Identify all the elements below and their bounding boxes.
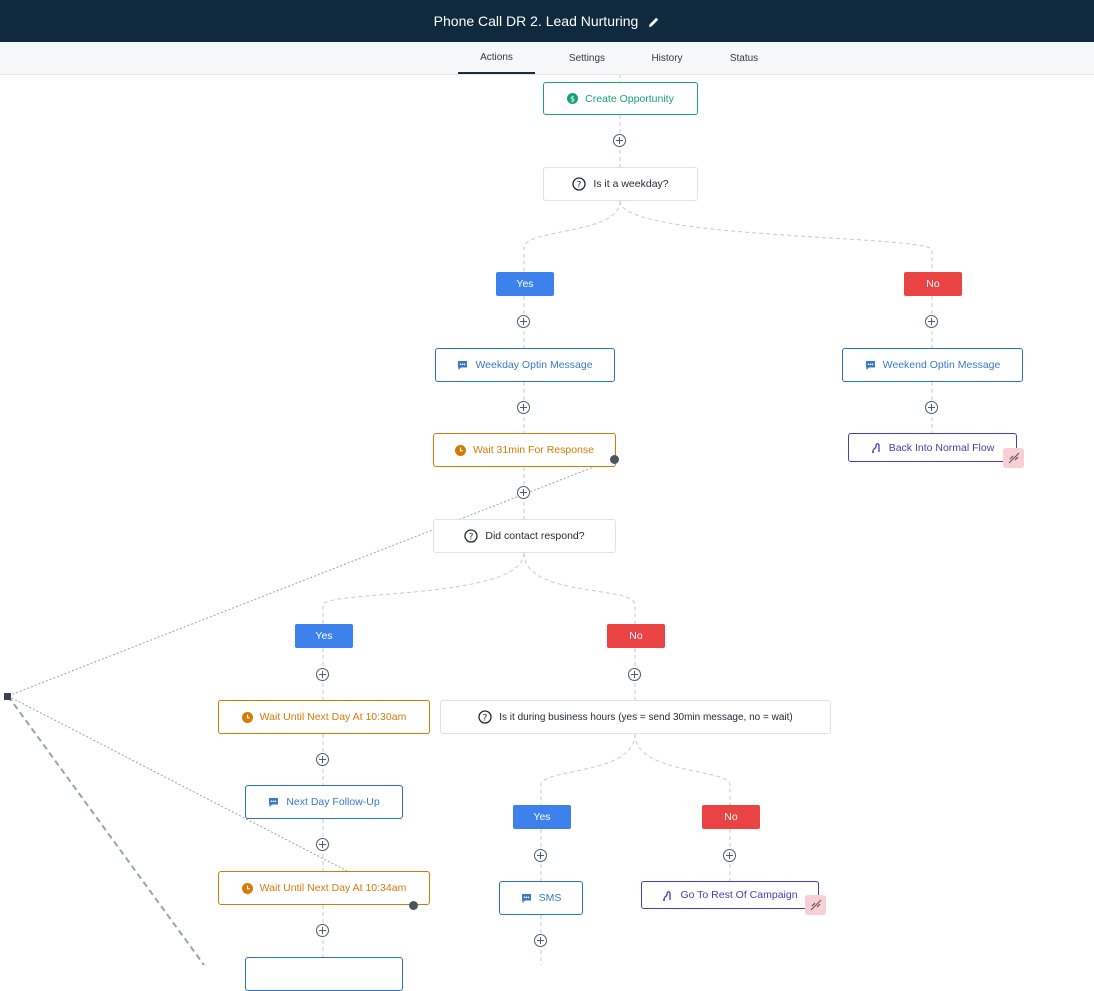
question-icon: ? xyxy=(572,177,586,191)
condition-label: Did contact respond? xyxy=(485,530,585,542)
add-step-button[interactable] xyxy=(613,134,626,147)
workflow-connectors xyxy=(7,74,933,965)
wait-31min-step[interactable]: Wait 31min For Response xyxy=(433,433,616,467)
goto-icon xyxy=(871,442,882,453)
chat-icon xyxy=(457,360,468,371)
add-step-button[interactable] xyxy=(925,401,938,414)
svg-text:$: $ xyxy=(570,94,575,103)
chat-icon xyxy=(521,893,532,904)
connection-handle[interactable] xyxy=(610,455,619,464)
weekday-condition[interactable]: ? Is it a weekday? xyxy=(543,167,698,201)
back-into-normal-flow-step[interactable]: Back Into Normal Flow xyxy=(848,433,1017,462)
connection-anchor[interactable] xyxy=(4,693,11,700)
step-label: Next Day Follow-Up xyxy=(286,796,380,808)
add-step-button[interactable] xyxy=(517,486,530,499)
unlink-icon[interactable] xyxy=(805,895,826,915)
step-label: Weekend Optin Message xyxy=(882,359,1001,371)
no-branch[interactable]: No xyxy=(702,805,760,829)
chat-icon xyxy=(865,360,876,371)
dollar-icon: $ xyxy=(567,93,579,104)
add-step-button[interactable] xyxy=(534,934,547,947)
no-branch[interactable]: No xyxy=(904,272,962,296)
goto-icon xyxy=(662,890,673,901)
add-step-button[interactable] xyxy=(316,838,329,851)
svg-text:?: ? xyxy=(469,532,474,542)
yes-branch[interactable]: Yes xyxy=(513,805,571,829)
wait-until-1030-step[interactable]: Wait Until Next Day At 10:30am xyxy=(218,700,430,734)
workflow-title: Phone Call DR 2. Lead Nurturing xyxy=(433,13,639,29)
no-branch[interactable]: No xyxy=(607,624,665,648)
step-label: Weekday Optin Message xyxy=(475,359,593,371)
svg-text:?: ? xyxy=(483,713,488,723)
step-label: Wait 31min For Response xyxy=(473,444,594,456)
unlink-icon[interactable] xyxy=(1003,448,1024,468)
tab-actions[interactable]: Actions xyxy=(458,42,535,74)
step-label: Go To Rest Of Campaign xyxy=(680,889,798,901)
tab-bar: Actions Settings History Status xyxy=(0,42,1094,75)
clock-icon xyxy=(241,882,253,894)
clock-icon xyxy=(455,444,466,456)
add-step-button[interactable] xyxy=(517,315,530,328)
pencil-icon[interactable] xyxy=(648,15,660,27)
tab-status[interactable]: Status xyxy=(729,52,759,64)
step-label: SMS xyxy=(538,892,562,904)
clock-icon xyxy=(241,711,253,723)
yes-branch[interactable]: Yes xyxy=(295,624,353,648)
wait-until-1034-step[interactable]: Wait Until Next Day At 10:34am xyxy=(218,871,430,905)
next-day-followup-step[interactable]: Next Day Follow-Up xyxy=(245,785,403,819)
step-label: Wait Until Next Day At 10:34am xyxy=(259,882,407,894)
add-step-button[interactable] xyxy=(517,401,530,414)
contact-responded-condition[interactable]: ? Did contact respond? xyxy=(433,519,616,553)
add-step-button[interactable] xyxy=(316,753,329,766)
condition-label: Is it during business hours (yes = send … xyxy=(499,711,793,723)
connection-handle[interactable] xyxy=(409,901,418,910)
add-step-button[interactable] xyxy=(316,924,329,937)
question-icon: ? xyxy=(478,710,492,724)
add-step-button[interactable] xyxy=(628,668,641,681)
weekday-optin-step[interactable]: Weekday Optin Message xyxy=(435,348,615,382)
add-step-button[interactable] xyxy=(723,849,736,862)
svg-text:?: ? xyxy=(577,180,582,190)
chat-icon xyxy=(268,797,279,808)
weekend-optin-step[interactable]: Weekend Optin Message xyxy=(842,348,1023,382)
step-label: Create Opportunity xyxy=(585,92,674,105)
add-step-button[interactable] xyxy=(534,849,547,862)
step-label: Back Into Normal Flow xyxy=(888,441,995,454)
add-step-button[interactable] xyxy=(925,315,938,328)
create-opportunity-step[interactable]: $ Create Opportunity xyxy=(543,82,698,115)
yes-branch[interactable]: Yes xyxy=(496,272,554,296)
condition-label: Is it a weekday? xyxy=(593,178,669,190)
business-hours-condition[interactable]: ? Is it during business hours (yes = sen… xyxy=(440,700,831,734)
tab-history[interactable]: History xyxy=(651,52,683,64)
go-to-rest-of-campaign-step[interactable]: Go To Rest Of Campaign xyxy=(641,881,819,909)
next-step-partial[interactable] xyxy=(245,957,403,991)
workflow-header: Phone Call DR 2. Lead Nurturing xyxy=(0,0,1094,42)
tab-settings[interactable]: Settings xyxy=(568,52,606,64)
sms-step[interactable]: SMS xyxy=(499,881,583,915)
question-icon: ? xyxy=(464,529,479,543)
add-step-button[interactable] xyxy=(316,668,329,681)
step-label: Wait Until Next Day At 10:30am xyxy=(259,711,407,723)
